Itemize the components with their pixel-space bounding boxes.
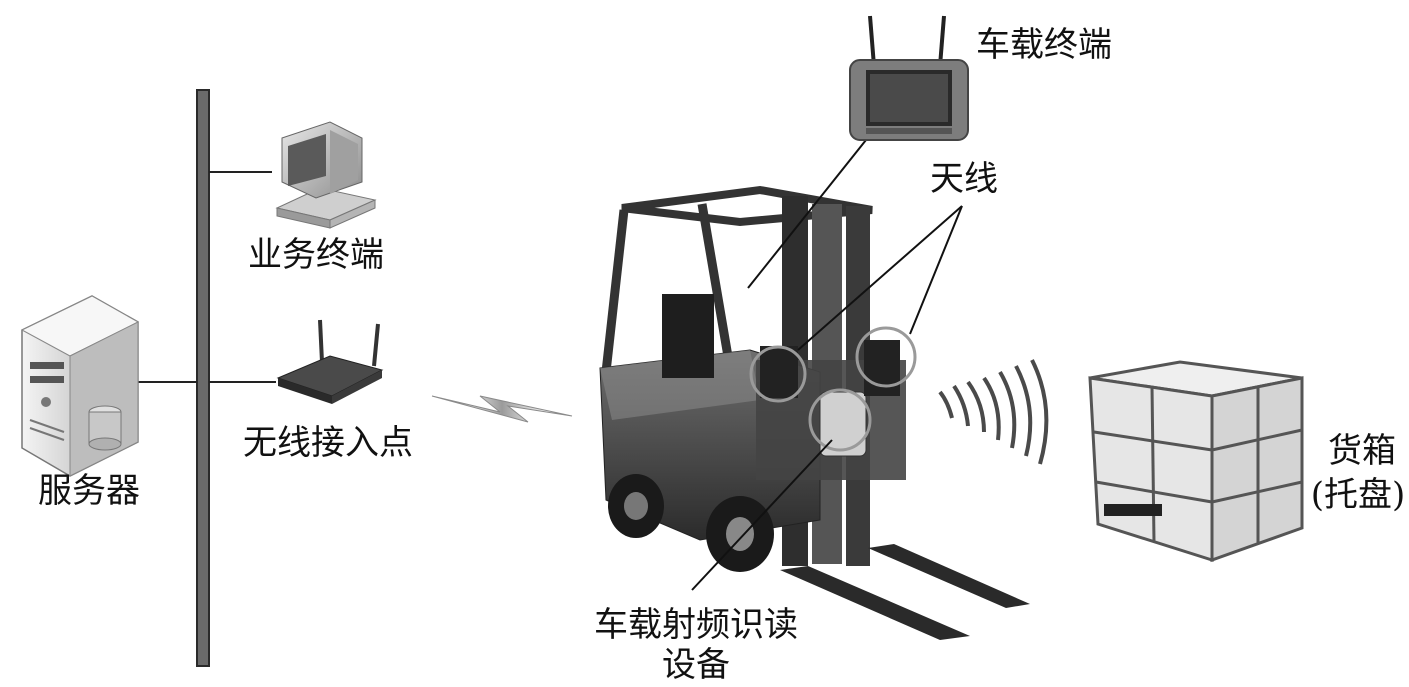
forklift-icon [599, 185, 1030, 640]
label-cargo-line2: (托盘) [1311, 475, 1406, 515]
label-wireless-ap: 无线接入点 [243, 423, 413, 463]
leader-vehicle-terminal [747, 139, 867, 289]
label-rfid-reader-line1: 车载射频识读 [594, 605, 798, 645]
rfid-reader-circle [808, 388, 872, 452]
label-cargo-line1: 货箱 [1328, 431, 1396, 471]
server-icon [20, 295, 140, 477]
wireless-router-icon [276, 319, 384, 404]
leader-rfid-reader [691, 439, 833, 591]
network-backbone-bar [196, 89, 210, 667]
lightning-signal-icon [431, 395, 573, 423]
vehicle-terminal-icon [849, 15, 969, 141]
cargo-crate-icon [1088, 360, 1304, 563]
antenna-circle-left [749, 345, 807, 403]
rf-wave-icon [938, 359, 1049, 465]
leader-antenna-left [797, 205, 963, 351]
label-business-terminal: 业务终端 [248, 235, 384, 275]
leader-antenna-right [909, 205, 963, 335]
antenna-circle-right [855, 326, 917, 388]
label-server: 服务器 [38, 471, 140, 511]
label-rfid-reader-line2: 设备 [662, 645, 730, 685]
desktop-computer-icon [275, 121, 377, 229]
label-vehicle-terminal: 车载终端 [976, 25, 1112, 65]
label-antenna: 天线 [930, 159, 998, 199]
